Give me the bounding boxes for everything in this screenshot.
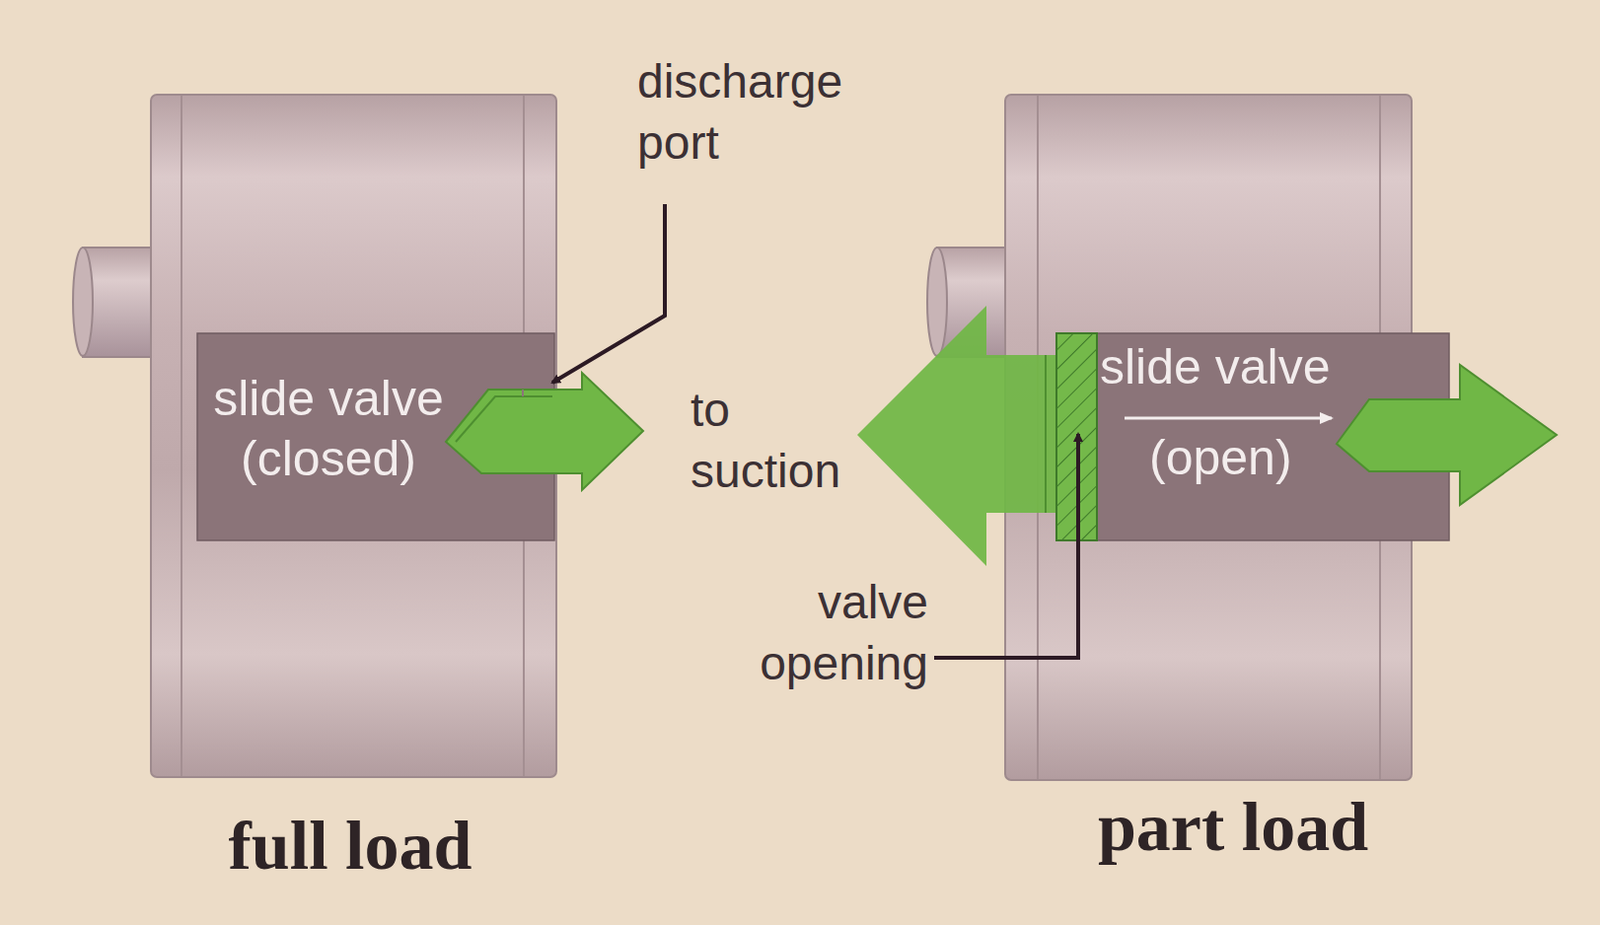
leader-line	[552, 204, 665, 383]
slide-valve: slide valve (open)	[1056, 333, 1450, 541]
discharge-flow-arrow	[445, 372, 644, 491]
travel-arrow	[1124, 417, 1332, 421]
discharge-flow-arrow	[1336, 364, 1557, 506]
shaft	[72, 247, 156, 358]
gap-edge	[1044, 355, 1047, 513]
part-label: valve opening	[725, 572, 929, 696]
caption-label: full load	[197, 800, 504, 891]
part-label: discharge port	[637, 51, 884, 175]
leader-line	[934, 434, 1079, 658]
suction-flow-arrow	[857, 305, 1057, 567]
valve-label: (open)	[1149, 428, 1337, 489]
valve-label: slide valve (closed)	[199, 368, 458, 490]
flow-label: to suction	[690, 379, 857, 504]
caption-label: part load	[1075, 782, 1391, 873]
valve-label: slide valve	[1099, 337, 1386, 398]
slide-valve: slide valve (closed)	[197, 333, 555, 541]
